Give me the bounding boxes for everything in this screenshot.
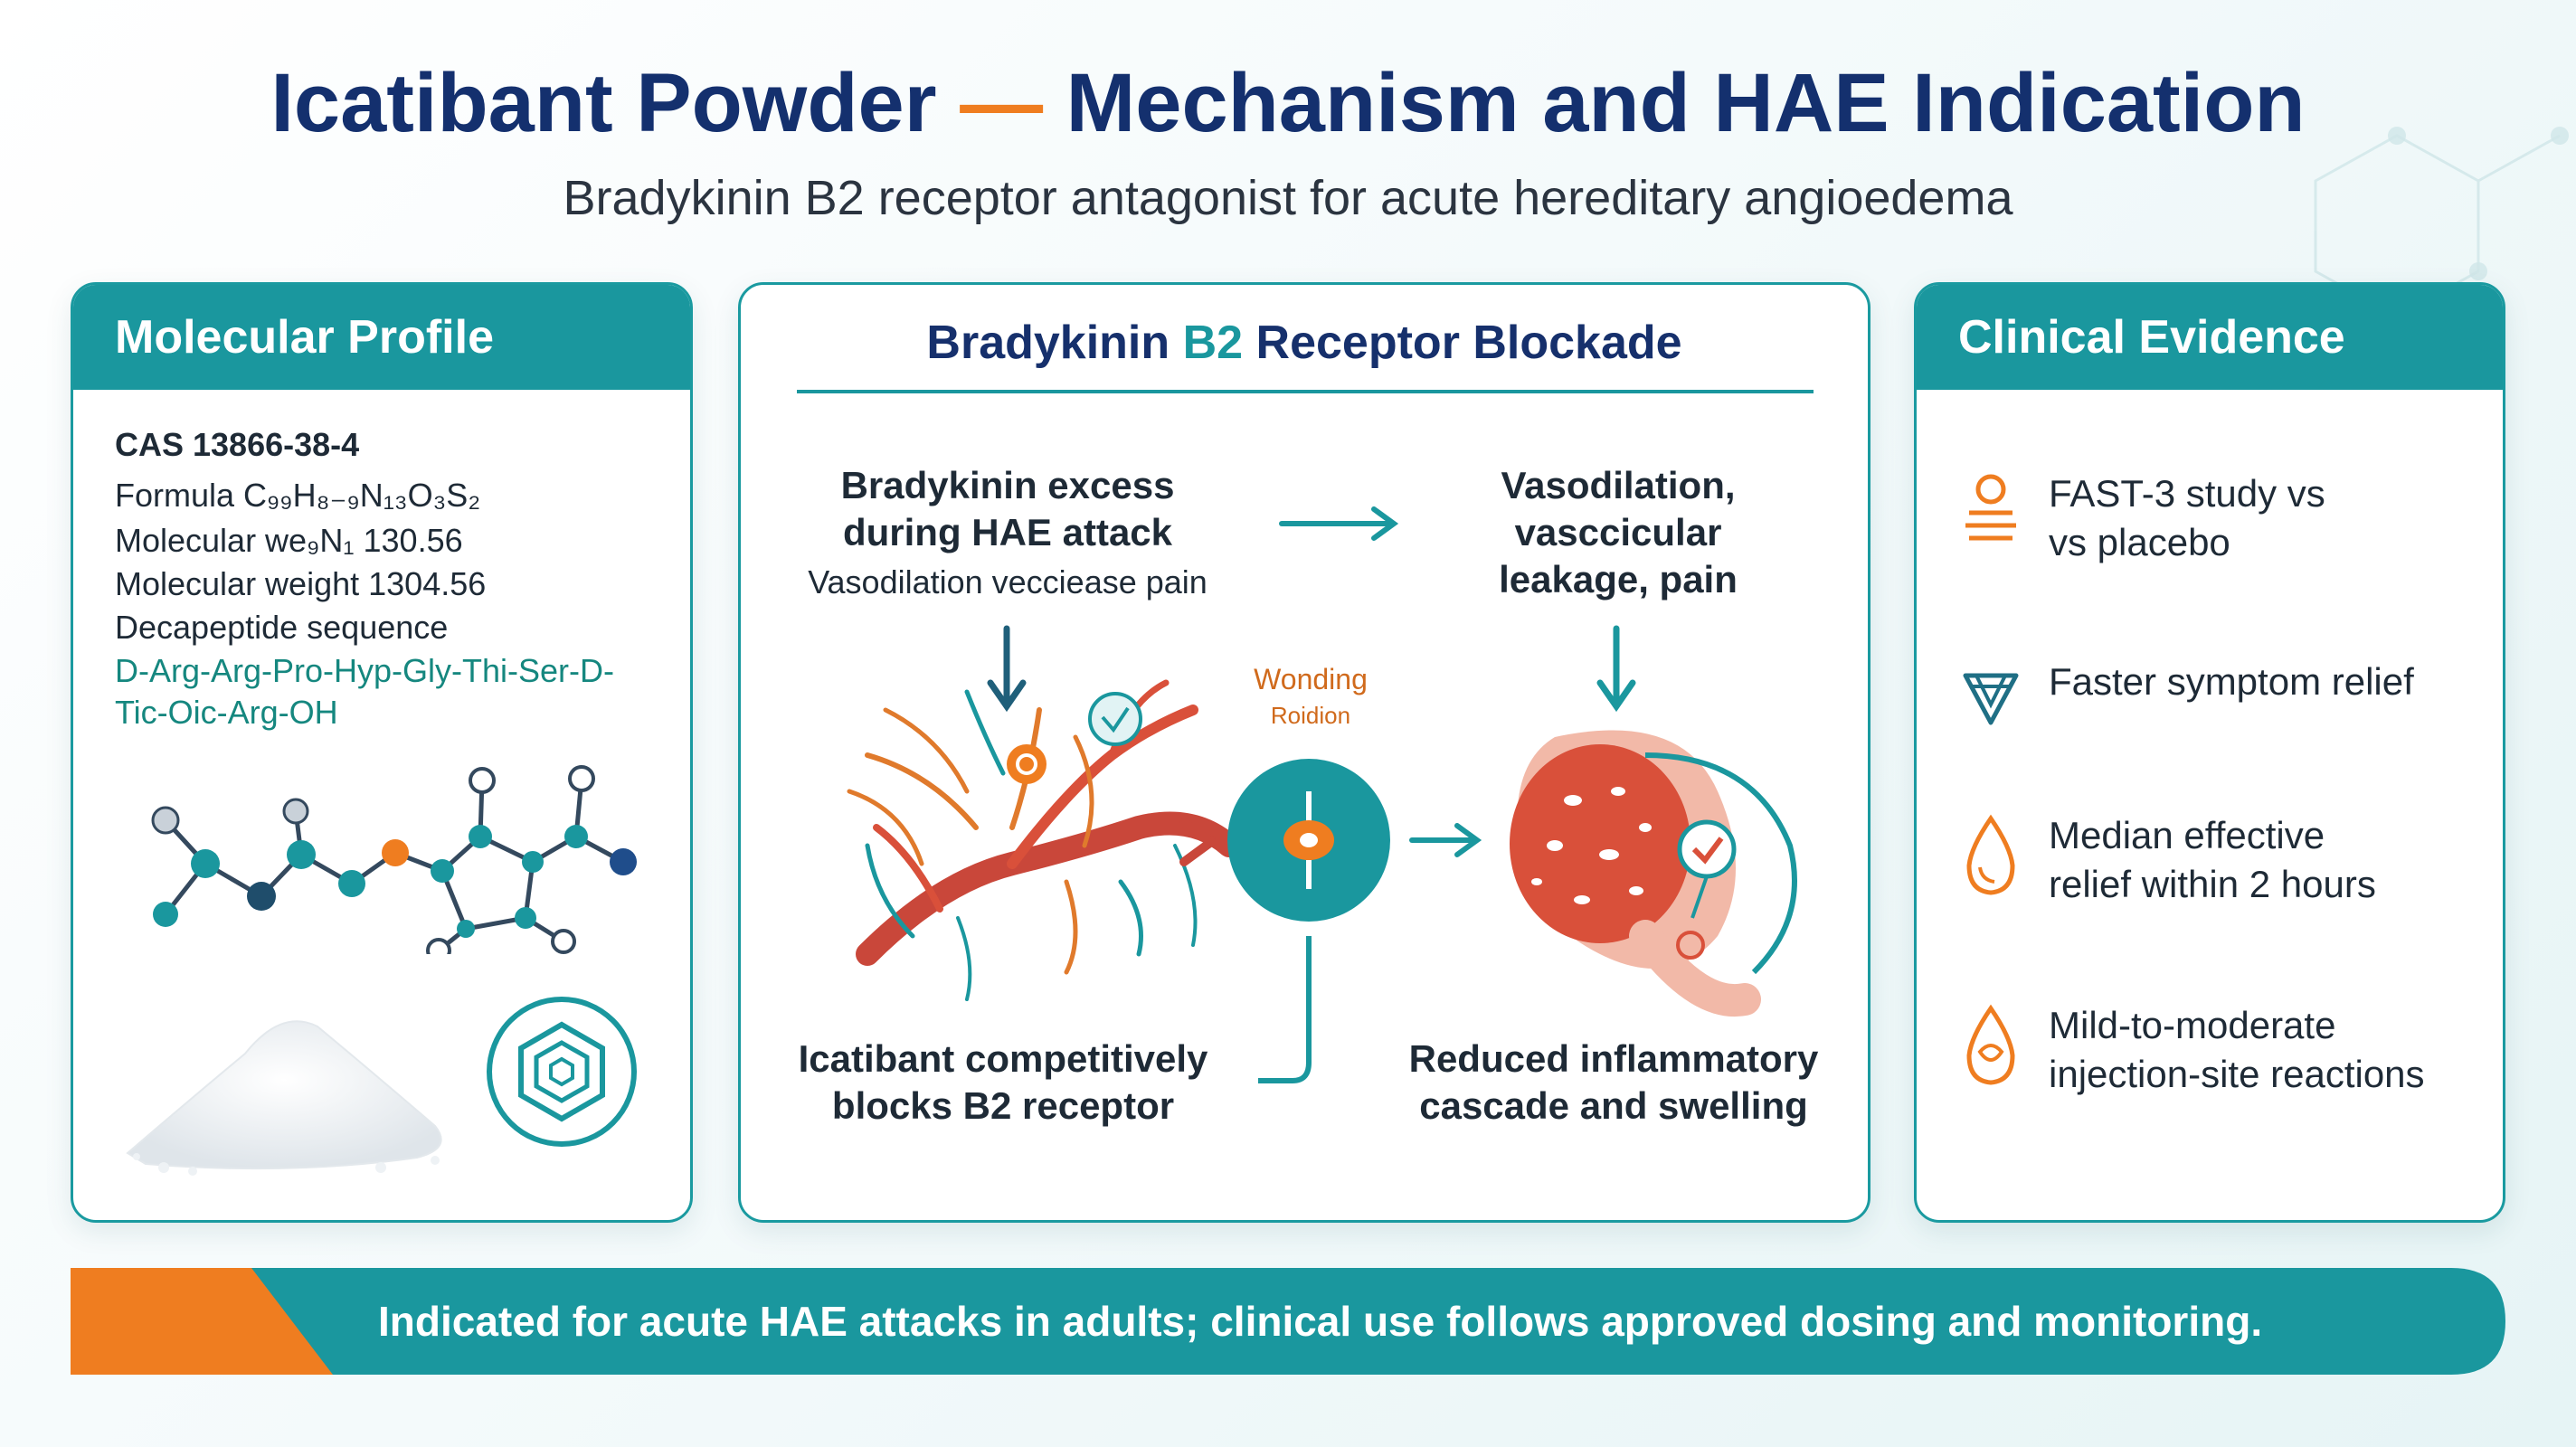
step1-line-2: during HAE attack (842, 511, 1173, 553)
evidence-text: Median effective relief within 2 hours (2049, 811, 2483, 909)
tissue-swelling-icon (1510, 730, 1797, 1017)
indication-banner: Indicated for acute HAE attacks in adult… (71, 1268, 2505, 1375)
center-label-line-2: Roidion (1270, 702, 1351, 729)
title-part-1: Icatibant Powder (270, 57, 937, 149)
step-reduced-cascade: Reduced inflammatory cascade and swellin… (1392, 1036, 1835, 1130)
powder-pile-icon (126, 1020, 442, 1176)
evidence-1-line-2: vs placebo (2049, 521, 2230, 563)
molecular-weight-line-2: Molecular weight 1304.56 (115, 565, 487, 602)
banner-shape (71, 1268, 2505, 1375)
sequence-line-2: Tic-Oic-Arg-OH (115, 694, 338, 731)
receptor-connector (1258, 936, 1312, 1083)
step3-line-2: blocks B2 receptor (831, 1084, 1175, 1127)
banner-text: Indicated for acute HAE attacks in adult… (378, 1298, 2263, 1345)
droplet-icon (1966, 814, 2015, 895)
clinical-evidence-panel: Clinical Evidence FAST-3 study vs vs pla… (1914, 282, 2505, 1223)
step1-line-1: Bradykinin excess (840, 464, 1175, 506)
evidence-item-injection-site: Mild-to-moderate injection-site reaction… (1917, 1001, 2503, 1128)
title-part-2: Mechanism and HAE Indication (1065, 57, 2306, 149)
hexagon-emblem-icon (487, 997, 637, 1147)
arrow-down-right (1596, 625, 1636, 713)
arrow-to-receptor (1179, 818, 1219, 866)
arrow-receptor-to-tissue (1409, 823, 1482, 857)
step4-line-1: Reduced inflammatory (1408, 1037, 1819, 1080)
evidence-3-line-1: Median effective (2049, 814, 2325, 856)
evidence-text: Mild-to-moderate injection-site reaction… (2049, 1001, 2483, 1099)
evidence-item-median-relief: Median effective relief within 2 hours (1917, 811, 2503, 938)
receptor-icon (1227, 759, 1390, 922)
gem-icon (1963, 673, 2019, 725)
page-subtitle: Bradykinin B2 receptor antagonist for ac… (563, 171, 2013, 225)
mechanism-heading-part-2: Receptor Blockade (1255, 317, 1682, 369)
center-label: Wonding Roidion (1220, 661, 1401, 733)
step3-line-1: Icatibant competitively (798, 1037, 1208, 1080)
step2-line-2: vasccicular (1514, 511, 1722, 553)
step-vasodilation: Vasodilation, vasccicular leakage, pain (1446, 462, 1790, 603)
evidence-4-line-1: Mild-to-moderate (2049, 1004, 2336, 1046)
small-receptor-icon (1007, 744, 1046, 784)
evidence-text: Faster symptom relief (2049, 657, 2483, 706)
mechanism-heading: Bradykinin B2 Receptor Blockade (741, 316, 1868, 370)
evidence-item-faster-relief: Faster symptom relief (1917, 657, 2503, 784)
mechanism-panel: Bradykinin B2 Receptor Blockade (738, 282, 1870, 1223)
sequence-line-1: D-Arg-Arg-Pro-Hyp-Gly-Thi-Ser-D- (115, 652, 615, 689)
molecular-weight-line-1: Molecular we₉N₁ 130.56 (115, 522, 463, 559)
blood-vessel-icon (847, 679, 1241, 1001)
step2-line-1: Vasodilation, (1501, 464, 1736, 506)
arrow-down-left (987, 625, 1027, 713)
clinical-evidence-heading: Clinical Evidence (1917, 285, 2503, 390)
evidence-2-line-1: Faster symptom relief (2049, 660, 2414, 703)
mechanism-heading-part-1: Bradykinin (926, 317, 1170, 369)
step-bradykinin-excess: Bradykinin excess during HAE attack (795, 462, 1220, 556)
checkmark-icon (1676, 819, 1737, 960)
step-icatibant-blocks: Icatibant competitively blocks B2 recept… (777, 1036, 1229, 1130)
arrow-right-top (1279, 506, 1399, 541)
step1-subtext: Vasodilation vecciease pain (808, 563, 1208, 601)
mechanism-diagram (847, 506, 1797, 1083)
step4-line-2: cascade and swelling (1419, 1084, 1808, 1127)
droplet-icon (1966, 1004, 2015, 1085)
evidence-4-line-2: injection-site reactions (2049, 1053, 2425, 1095)
molecular-profile-panel: Molecular Profile CAS 13866-38-4 Formula… (71, 282, 693, 1223)
title-dash: — (960, 57, 1044, 149)
page-title: Icatibant Powder — Mechanism and HAE Ind… (0, 56, 2576, 151)
molecular-formula: Formula C₉₉H₈₋₉N₁₃O₃S₂ (115, 477, 481, 514)
person-study-icon (1965, 474, 2016, 541)
cas-number: CAS 13866-38-4 (115, 426, 360, 463)
molecule-structure-icon (151, 765, 637, 954)
evidence-item-fast3: FAST-3 study vs vs placebo (1917, 469, 2503, 596)
sequence-label: Decapeptide sequence (115, 609, 449, 646)
step2-line-3: leakage, pain (1499, 558, 1738, 601)
center-label-line-1: Wonding (1254, 663, 1368, 695)
heading-divider (797, 390, 1814, 393)
evidence-1-line-1: FAST-3 study vs (2049, 472, 2325, 515)
teal-badge-icon (1088, 692, 1142, 746)
mechanism-heading-b2: B2 (1182, 317, 1244, 369)
evidence-text: FAST-3 study vs vs placebo (2049, 469, 2483, 567)
molecular-profile-heading: Molecular Profile (73, 285, 690, 390)
evidence-3-line-2: relief within 2 hours (2049, 863, 2376, 905)
